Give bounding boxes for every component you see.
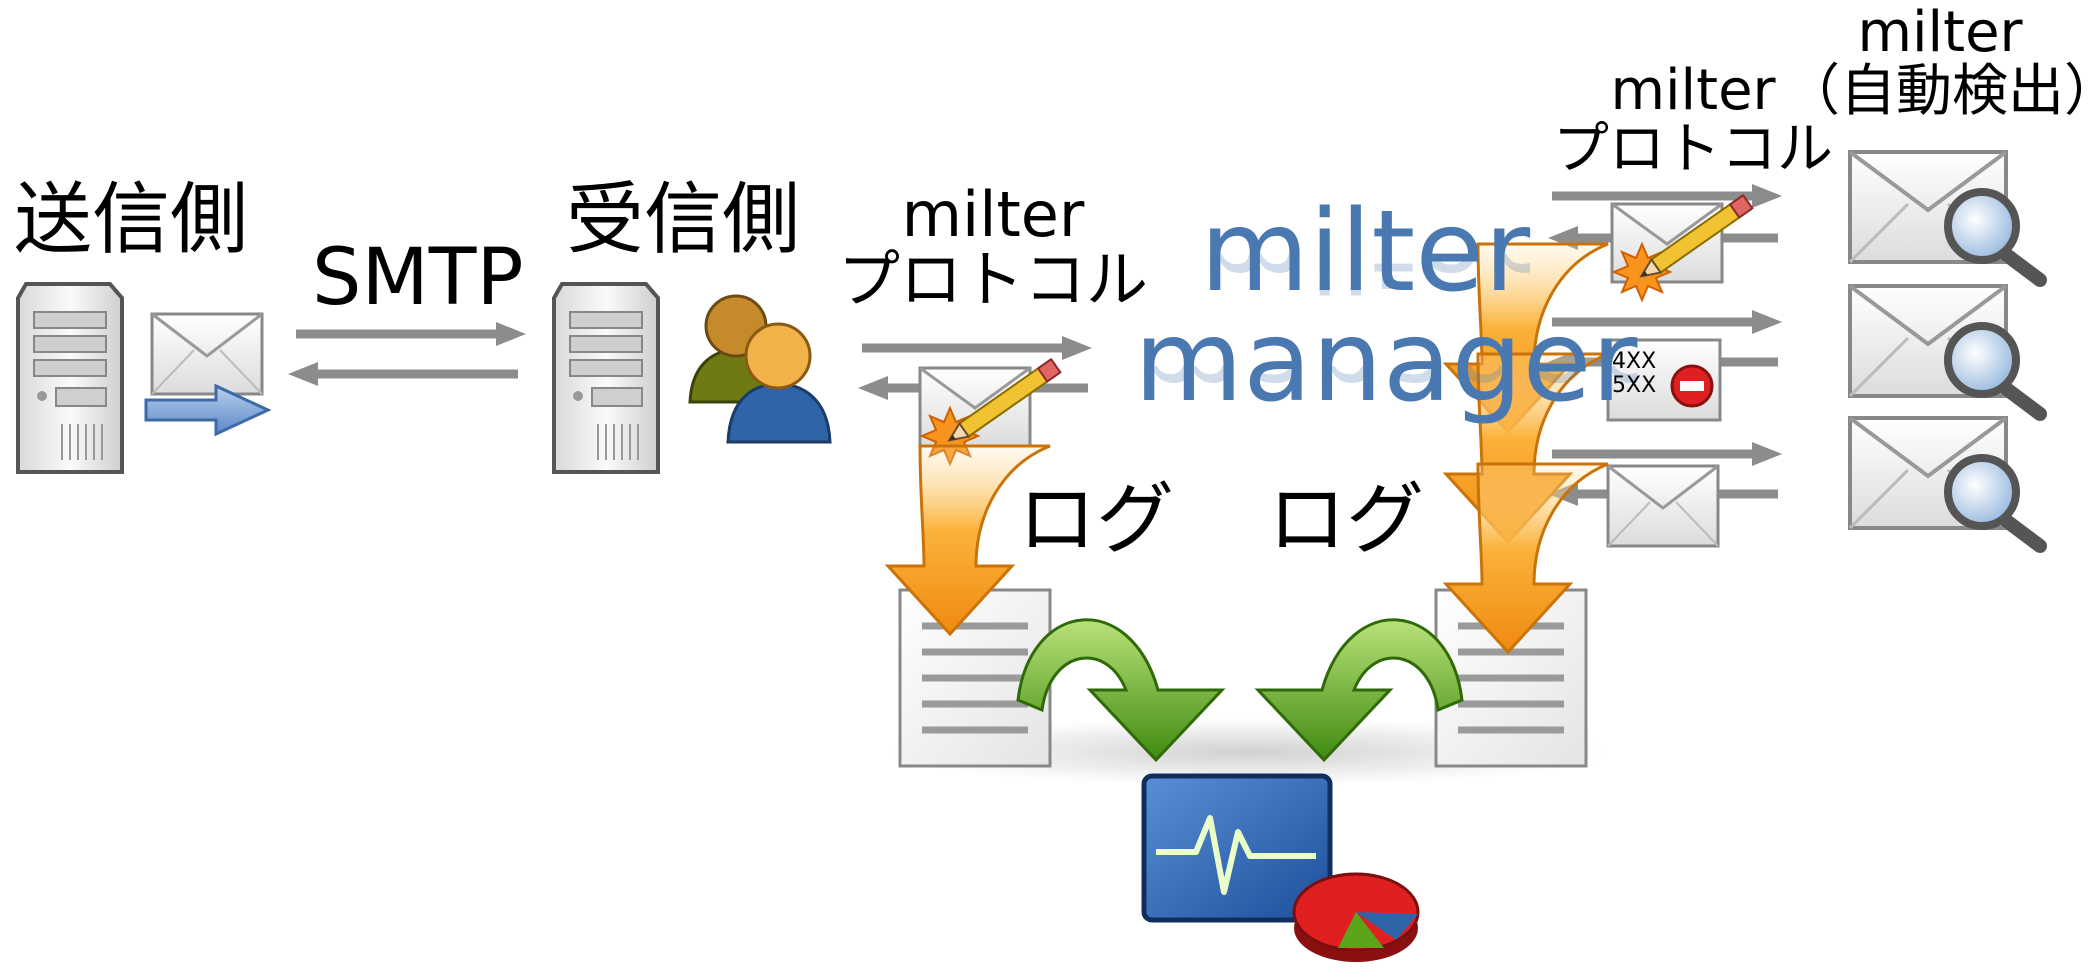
autodetect-line2: （自動検出） [1784,58,2098,124]
reply-5xx: 5XX [1612,373,1657,399]
autodetect-line1: milter [1857,0,2023,65]
green-arrow-icon [1254,618,1464,763]
receiver-label: 受信側 [566,175,801,265]
users-icon [688,294,832,444]
autodetect-label: milter （自動検出） [1784,0,2098,124]
receiver-server-icon [552,282,660,474]
green-arrow-icon [1016,618,1226,763]
protocol-left-line1: milter [901,178,1085,251]
protocol-right-label: milter プロトコル [1548,58,1838,182]
manager-logo-line2-reflection: manager [1134,366,1637,414]
reply-4xx: 4XX [1612,349,1657,374]
envelope-icon [150,312,264,396]
protocol-left-line2: プロトコル [837,243,1148,317]
monitor-icon [1141,773,1333,923]
envelope-icon [1606,464,1720,548]
sender-label: 送信側 [14,175,249,265]
protocol-left-label: milter プロトコル [828,182,1158,312]
send-arrow-icon [144,383,272,437]
smtp-label: SMTP [312,233,524,323]
reject-envelope-icon [1606,338,1722,422]
manager-logo-line2: manager [1134,297,1638,427]
log-left-label: ログ [1018,475,1175,565]
magnifier-envelope-icon [1850,418,2040,546]
reply-code-text: 4XX 5XX [1612,349,1657,399]
magnifier-envelope-icon [1850,152,2040,280]
manager-logo-line1: milter [1200,187,1531,317]
magnifier-envelope-icon [1850,286,2040,414]
sender-server-icon [16,282,124,474]
protocol-right-line2: プロトコル [1553,116,1833,182]
log-right-label: ログ [1268,475,1425,565]
edit-envelope-icon [1610,193,1754,302]
pie-chart-icon [1292,872,1420,962]
protocol-right-line1: milter [1610,58,1776,123]
